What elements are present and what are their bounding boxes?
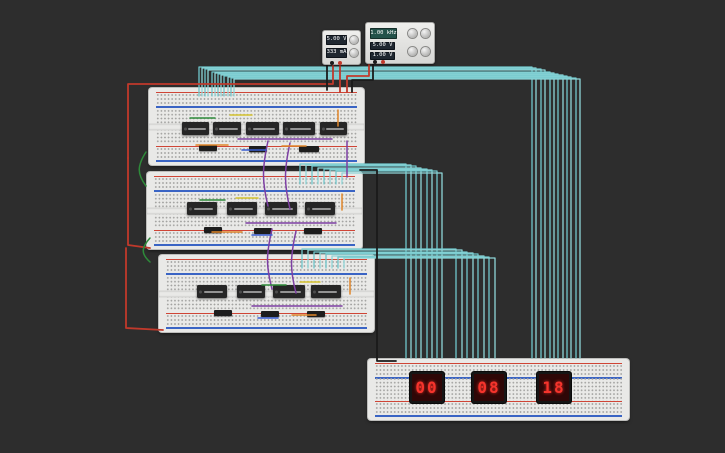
parts-layer	[149, 88, 364, 165]
amplitude-knob[interactable]	[421, 29, 430, 38]
frequency-knob[interactable]	[408, 29, 417, 38]
seven-segment-display-3[interactable]: 18	[537, 372, 571, 403]
waveform-knob[interactable]	[421, 47, 430, 56]
offset-knob[interactable]	[408, 47, 417, 56]
ic-chip[interactable]	[197, 285, 227, 298]
voltage-knob[interactable]	[350, 36, 358, 44]
display-value: 08	[474, 374, 504, 401]
ground-terminal[interactable]	[373, 60, 377, 64]
parts-layer	[147, 172, 362, 249]
ic-chip[interactable]	[273, 285, 305, 298]
component[interactable]	[254, 228, 272, 234]
component[interactable]	[261, 311, 279, 317]
breadboard-2[interactable]	[147, 172, 362, 249]
ic-chip[interactable]	[227, 202, 257, 215]
amplitude-display: 5.00 V	[370, 42, 395, 50]
ic-chip[interactable]	[265, 202, 297, 215]
ic-chip[interactable]	[237, 285, 265, 298]
seven-segment-display-1[interactable]: 00	[410, 372, 444, 403]
ic-chip[interactable]	[320, 122, 347, 135]
wire[interactable]	[125, 247, 164, 331]
seven-segment-display-2[interactable]: 08	[472, 372, 506, 403]
power-supply-current-display: 333 mA	[326, 48, 347, 58]
component[interactable]	[199, 145, 217, 151]
display-breadboard[interactable]: 00 08 18	[368, 359, 629, 420]
offset-display: 1.00 V	[370, 52, 395, 60]
function-generator[interactable]: 1.00 kHz 5.00 V 1.00 V	[365, 22, 435, 64]
frequency-display: 1.00 kHz	[370, 28, 397, 39]
breadboard-3[interactable]	[159, 255, 374, 332]
wire[interactable]	[138, 151, 147, 187]
parts-layer	[159, 255, 374, 332]
display-value: 18	[539, 374, 569, 401]
component[interactable]	[249, 146, 267, 152]
breadboard-1[interactable]	[149, 88, 364, 165]
positive-terminal[interactable]	[338, 61, 342, 65]
component[interactable]	[307, 311, 325, 317]
ic-chip[interactable]	[311, 285, 341, 298]
component[interactable]	[304, 228, 322, 234]
display-value: 00	[412, 374, 442, 401]
signal-terminal[interactable]	[381, 60, 385, 64]
negative-terminal[interactable]	[330, 61, 334, 65]
ic-chip[interactable]	[305, 202, 335, 215]
ic-chip[interactable]	[213, 122, 241, 135]
component[interactable]	[299, 146, 319, 152]
ic-chip[interactable]	[182, 122, 209, 135]
component[interactable]	[214, 310, 232, 316]
power-supply-voltage-display: 5.00 V	[326, 35, 347, 45]
ic-chip[interactable]	[246, 122, 279, 135]
power-supply[interactable]: 5.00 V 333 mA	[322, 30, 361, 65]
ic-chip[interactable]	[283, 122, 315, 135]
ic-chip[interactable]	[187, 202, 217, 215]
current-knob[interactable]	[350, 49, 358, 57]
component[interactable]	[204, 227, 222, 233]
